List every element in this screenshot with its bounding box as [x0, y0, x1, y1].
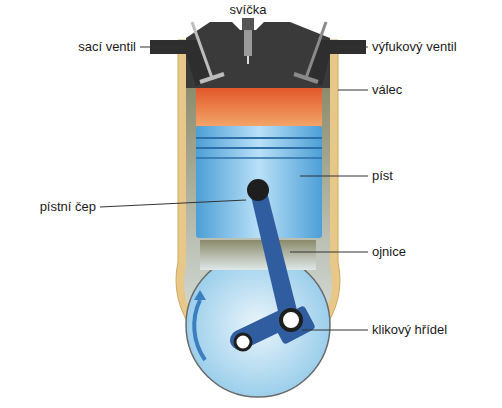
piston-label: píst: [370, 168, 395, 184]
cylinder-label: válec: [370, 82, 404, 98]
exhaust-valve-label: výfukový ventil: [370, 39, 459, 55]
piston-pin-label: pístní čep: [38, 199, 98, 215]
connecting-rod-label: ojnice: [370, 244, 408, 260]
leader-lines: [100, 11, 368, 330]
spark-plug-label: svíčka: [228, 2, 269, 18]
intake-valve-label: sací ventil: [76, 39, 138, 55]
crankshaft-label: klikový hřídel: [370, 322, 449, 338]
